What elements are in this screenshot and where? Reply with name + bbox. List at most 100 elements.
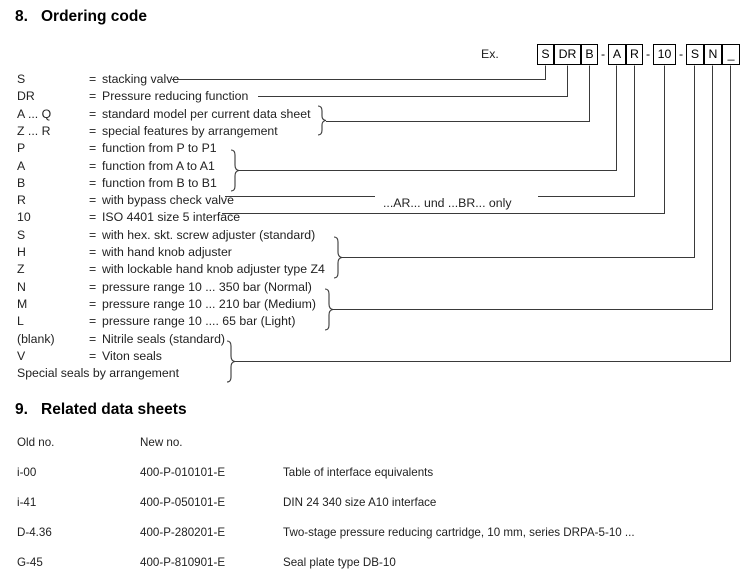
legend-equals: = <box>89 279 97 294</box>
brace-pressure-range-group <box>324 288 334 331</box>
section-title: Related data sheets <box>41 401 187 418</box>
legend-code: R <box>17 193 26 208</box>
legend-text: function from P to P1 <box>102 141 217 156</box>
table-cell: 400-P-010101-E <box>140 466 226 479</box>
legend-text: special features by arrangement <box>102 123 278 138</box>
legend-equals: = <box>89 123 97 138</box>
legend-text: function from A to A1 <box>102 158 215 173</box>
legend-code: Z <box>17 262 25 277</box>
legend-code: 10 <box>17 210 31 225</box>
legend-text: ISO 4401 size 5 interface <box>102 210 241 225</box>
legend-code: S <box>17 72 26 86</box>
code-box: N <box>704 44 722 65</box>
table-cell: Table of interface equivalents <box>283 466 434 479</box>
legend-code: A ... Q <box>17 106 52 121</box>
legend-equals: = <box>89 348 97 363</box>
leader-model-group <box>326 65 590 122</box>
leader-seals-group <box>235 65 731 362</box>
legend-code: V <box>17 348 26 363</box>
code-box: DR <box>554 44 581 65</box>
legend-text: pressure range 10 ... 350 bar (Normal) <box>102 279 312 294</box>
brace-seals-group <box>226 340 236 383</box>
legend-equals: = <box>89 158 97 173</box>
legend-text: Viton seals <box>102 348 162 363</box>
legend-code: DR <box>17 89 35 104</box>
section-title: Ordering code <box>41 8 147 25</box>
code-box: _ <box>722 44 740 65</box>
code-separator: - <box>678 47 684 61</box>
legend-code: S <box>17 227 26 242</box>
legend-equals: = <box>89 210 97 225</box>
code-box: R <box>626 44 643 65</box>
legend-text: with lockable hand knob adjuster type Z4 <box>102 262 325 277</box>
brace-function-group <box>230 149 240 192</box>
table-header-cell: Old no. <box>17 436 55 449</box>
legend-code: M <box>17 296 28 311</box>
legend-equals: = <box>89 262 97 277</box>
table-cell: i-00 <box>17 466 37 479</box>
leader-adjuster-group <box>342 65 695 258</box>
legend-code: P <box>17 141 26 156</box>
legend-equals: = <box>89 227 97 242</box>
note-ar-br-only: ...AR... und ...BR... only <box>383 196 512 210</box>
legend-equals: = <box>89 106 97 121</box>
section-number: 8. <box>15 8 28 25</box>
legend-text: Nitrile seals (standard) <box>102 331 226 346</box>
leader-pressure-range-group <box>333 65 713 310</box>
table-cell: G-45 <box>17 556 43 569</box>
leader-iso-interface <box>222 65 665 214</box>
legend-code: A <box>17 158 26 173</box>
leader-bypass-right <box>538 65 635 197</box>
legend-code: H <box>17 245 26 259</box>
code-box: B <box>581 44 598 65</box>
code-box: 10 <box>653 44 676 65</box>
legend-text: with hex. skt. screw adjuster (standard) <box>102 227 316 242</box>
legend-text: with hand knob adjuster <box>102 245 232 259</box>
legend-equals: = <box>89 296 97 311</box>
brace-model-group <box>317 105 327 136</box>
code-box: S <box>686 44 704 65</box>
legend-equals: = <box>89 245 97 259</box>
code-separator: - <box>645 47 651 61</box>
table-cell: i-41 <box>17 496 37 509</box>
legend-equals: = <box>89 331 97 346</box>
table-cell: 400-P-280201-E <box>140 526 226 539</box>
legend-text: standard model per current data sheet <box>102 106 311 121</box>
legend-text: function from B to B1 <box>102 175 217 190</box>
code-box: S <box>537 44 554 65</box>
legend-equals: = <box>89 175 97 190</box>
legend-text: Pressure reducing function <box>102 89 249 104</box>
leader-pressure-reducing <box>258 65 568 97</box>
table-cell: 400-P-810901-E <box>140 556 226 569</box>
leader-function-group <box>239 65 617 171</box>
table-cell: 400-P-050101-E <box>140 496 226 509</box>
legend-text: with bypass check valve <box>102 193 234 208</box>
legend-code: L <box>17 314 24 329</box>
table-cell: D-4.36 <box>17 526 52 539</box>
legend-code: (blank) <box>17 331 55 346</box>
legend-code: N <box>17 279 26 294</box>
legend-code: B <box>17 175 26 190</box>
code-separator: - <box>600 47 606 61</box>
section-heading-related-data-sheets: 9. Related data sheets <box>15 401 187 419</box>
legend-equals: = <box>89 141 97 156</box>
table-cell: Seal plate type DB-10 <box>283 556 396 569</box>
section-number: 9. <box>15 401 28 418</box>
legend-equals: = <box>89 72 97 86</box>
leader-stacking-valve <box>172 65 546 80</box>
legend-text: pressure range 10 .... 65 bar (Light) <box>102 314 296 329</box>
legend-equals: = <box>89 314 97 329</box>
code-box: A <box>608 44 626 65</box>
table-header-cell: New no. <box>140 436 183 449</box>
brace-adjuster-group <box>333 236 343 279</box>
table-cell: DIN 24 340 size A10 interface <box>283 496 437 509</box>
legend-text: Special seals by arrangement <box>17 366 179 381</box>
legend-equals: = <box>89 193 97 208</box>
legend-text: pressure range 10 ... 210 bar (Medium) <box>102 296 316 311</box>
legend-code: Z ... R <box>17 123 51 138</box>
example-label: Ex. <box>481 47 499 61</box>
legend-text: stacking valve <box>102 72 180 86</box>
legend-equals: = <box>89 89 97 104</box>
